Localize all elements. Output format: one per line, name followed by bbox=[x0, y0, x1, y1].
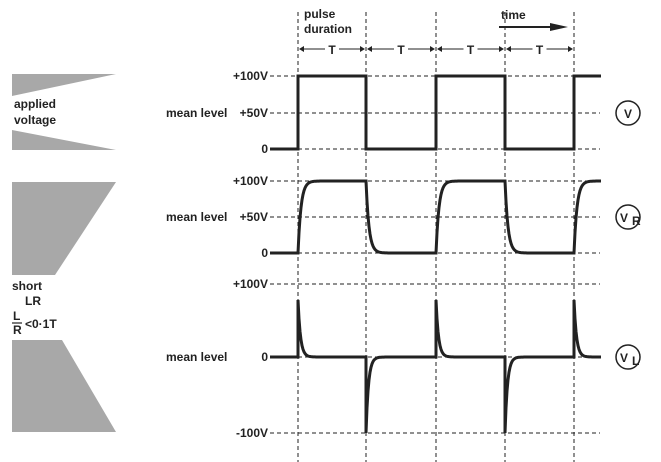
arrowhead-icon bbox=[430, 46, 435, 52]
lr-label: LR bbox=[25, 294, 41, 308]
level-label: 0 bbox=[261, 142, 268, 156]
mean-level-label: mean level bbox=[166, 210, 227, 224]
waveform-symbol-circle bbox=[615, 204, 641, 230]
waveform-subscript: L bbox=[632, 354, 639, 368]
shade-wedge-top bbox=[12, 74, 116, 96]
waveform-symbol-circle bbox=[615, 344, 641, 370]
arrowhead-icon bbox=[506, 46, 511, 52]
voltage-label: voltage bbox=[14, 113, 56, 127]
shade-block-middle bbox=[12, 182, 116, 275]
duration-label: duration bbox=[304, 22, 352, 36]
period-label: T bbox=[328, 43, 336, 57]
period-label: T bbox=[467, 43, 475, 57]
pulse-label: pulse bbox=[304, 7, 336, 21]
level-label: +50V bbox=[240, 106, 268, 120]
waveform-symbol: V bbox=[620, 351, 628, 365]
level-label: 0 bbox=[261, 246, 268, 260]
applied-label: applied bbox=[14, 97, 56, 111]
period-label: T bbox=[536, 43, 544, 57]
ratio-rest: <0·1T bbox=[25, 317, 57, 331]
waveform-symbol: V bbox=[624, 107, 632, 121]
arrowhead-icon bbox=[437, 46, 442, 52]
arrowhead-icon bbox=[367, 46, 372, 52]
time-arrow-icon bbox=[499, 23, 568, 31]
waveform-subscript: R bbox=[632, 214, 641, 228]
waveform-symbol-circle bbox=[615, 100, 641, 126]
shade-wedge-applied-bottom bbox=[12, 130, 116, 150]
level-label: +100V bbox=[233, 277, 268, 291]
short-label: short bbox=[12, 279, 42, 293]
period-label: T bbox=[397, 43, 405, 57]
waveform-symbol: V bbox=[620, 211, 628, 225]
resistor-voltage-waveform bbox=[270, 179, 601, 255]
arrowhead-icon bbox=[499, 46, 504, 52]
inductor-voltage-waveform bbox=[270, 299, 601, 434]
mean-level-label: mean level bbox=[166, 106, 227, 120]
level-label: +100V bbox=[233, 174, 268, 188]
arrowhead-icon bbox=[360, 46, 365, 52]
arrowhead-icon bbox=[568, 46, 573, 52]
arrowhead-icon bbox=[299, 46, 304, 52]
level-label: +50V bbox=[240, 210, 268, 224]
level-label: -100V bbox=[236, 426, 268, 440]
level-label: +100V bbox=[233, 69, 268, 83]
ratio-denominator: R bbox=[13, 323, 22, 337]
applied-voltage-waveform bbox=[270, 74, 601, 151]
ratio-numerator: L bbox=[13, 309, 20, 323]
level-label: 0 bbox=[261, 350, 268, 364]
time-label: time bbox=[501, 8, 526, 22]
mean-level-label: mean level bbox=[166, 350, 227, 364]
shade-block-bottom bbox=[12, 340, 116, 432]
